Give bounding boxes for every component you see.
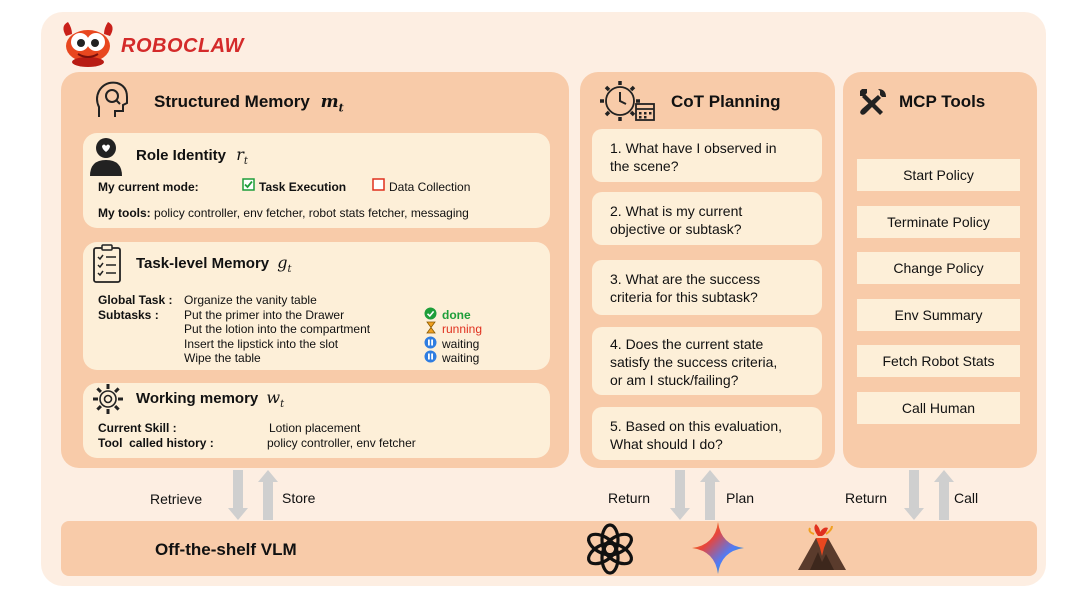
tool-history-value: policy controller, env fetcher bbox=[267, 436, 416, 450]
brand-name: ROBOCLAW bbox=[121, 35, 244, 57]
vlm-label: Off-the-shelf VLM bbox=[155, 540, 297, 559]
cot-return-label: Return bbox=[608, 490, 651, 506]
store-label: Store bbox=[282, 490, 316, 506]
status-done: done bbox=[442, 308, 471, 322]
mcp-tools-title: MCP Tools bbox=[899, 92, 986, 111]
role-identity-card bbox=[83, 133, 550, 228]
tool-fetch-robot-stats: Fetch Robot Stats bbox=[857, 345, 1020, 377]
current-skill-value: Lotion placement bbox=[269, 421, 361, 435]
working-memory-card bbox=[83, 383, 550, 458]
mode-task-execution: Task Execution bbox=[259, 180, 347, 194]
tool-history-label: Tool called history : bbox=[98, 436, 214, 450]
vlm-bar bbox=[61, 521, 1037, 576]
tool-terminate-policy: Terminate Policy bbox=[857, 206, 1020, 238]
task-memory-card bbox=[83, 242, 550, 370]
subtasks-label: Subtasks : bbox=[98, 308, 159, 322]
role-identity-title: Role Identity rt bbox=[136, 145, 248, 168]
tools-line: My tools: policy controller, env fetcher… bbox=[98, 206, 469, 220]
person-heart-icon bbox=[90, 138, 122, 176]
global-task-label: Global Task : bbox=[98, 293, 173, 307]
tool-call-human: Call Human bbox=[857, 392, 1020, 424]
tool-change-policy: Change Policy bbox=[857, 252, 1020, 284]
subtask-item: Insert the lipstick into the slot bbox=[184, 337, 339, 351]
plan-label: Plan bbox=[726, 490, 755, 506]
head-search-icon bbox=[96, 81, 128, 117]
current-skill-label: Current Skill : bbox=[98, 421, 177, 435]
working-memory-title: Working memory wt bbox=[136, 388, 285, 411]
subtask-item: Wipe the table bbox=[184, 351, 261, 365]
gear-icon bbox=[93, 384, 123, 414]
status-running: running bbox=[442, 322, 483, 336]
task-memory-title: Task-level Memory gt bbox=[136, 253, 292, 276]
structured-memory-title: Structured Memory mt bbox=[154, 92, 344, 115]
done-check-icon bbox=[424, 307, 437, 320]
mcp-return-label: Return bbox=[845, 490, 888, 506]
call-label: Call bbox=[954, 490, 979, 506]
return-call-arrows bbox=[904, 470, 954, 520]
clock-gear-calendar-icon bbox=[600, 81, 655, 121]
checklist-icon bbox=[93, 244, 121, 283]
subtask-item: Put the lotion into the compartment bbox=[184, 322, 371, 336]
return-plan-arrows bbox=[670, 470, 720, 520]
cot-step: 5. Based on this evaluation,What should … bbox=[592, 407, 822, 460]
gemini-logo-icon bbox=[692, 522, 744, 574]
hourglass-icon bbox=[426, 321, 436, 334]
volcano-logo-icon bbox=[798, 524, 846, 570]
cot-planning-title: CoT Planning bbox=[671, 92, 781, 111]
pause-icon bbox=[424, 350, 437, 363]
wrench-screwdriver-icon bbox=[860, 89, 886, 115]
checkbox-checked-icon bbox=[242, 178, 255, 191]
mode-data-collection: Data Collection bbox=[389, 180, 471, 194]
retrieve-label: Retrieve bbox=[150, 491, 203, 507]
subtask-item: Put the primer into the Drawer bbox=[184, 308, 345, 322]
mode-label: My current mode: bbox=[98, 180, 199, 194]
retrieve-store-arrows bbox=[228, 470, 278, 520]
checkbox-unchecked-icon bbox=[372, 178, 385, 191]
global-task-value: Organize the vanity table bbox=[184, 293, 317, 307]
tool-env-summary: Env Summary bbox=[857, 299, 1020, 331]
status-waiting: waiting bbox=[442, 337, 480, 351]
pause-icon bbox=[424, 336, 437, 349]
robot-mascot-icon bbox=[63, 22, 113, 67]
status-waiting: waiting bbox=[442, 351, 480, 365]
openai-logo-icon bbox=[587, 523, 633, 575]
tool-start-policy: Start Policy bbox=[857, 159, 1020, 191]
